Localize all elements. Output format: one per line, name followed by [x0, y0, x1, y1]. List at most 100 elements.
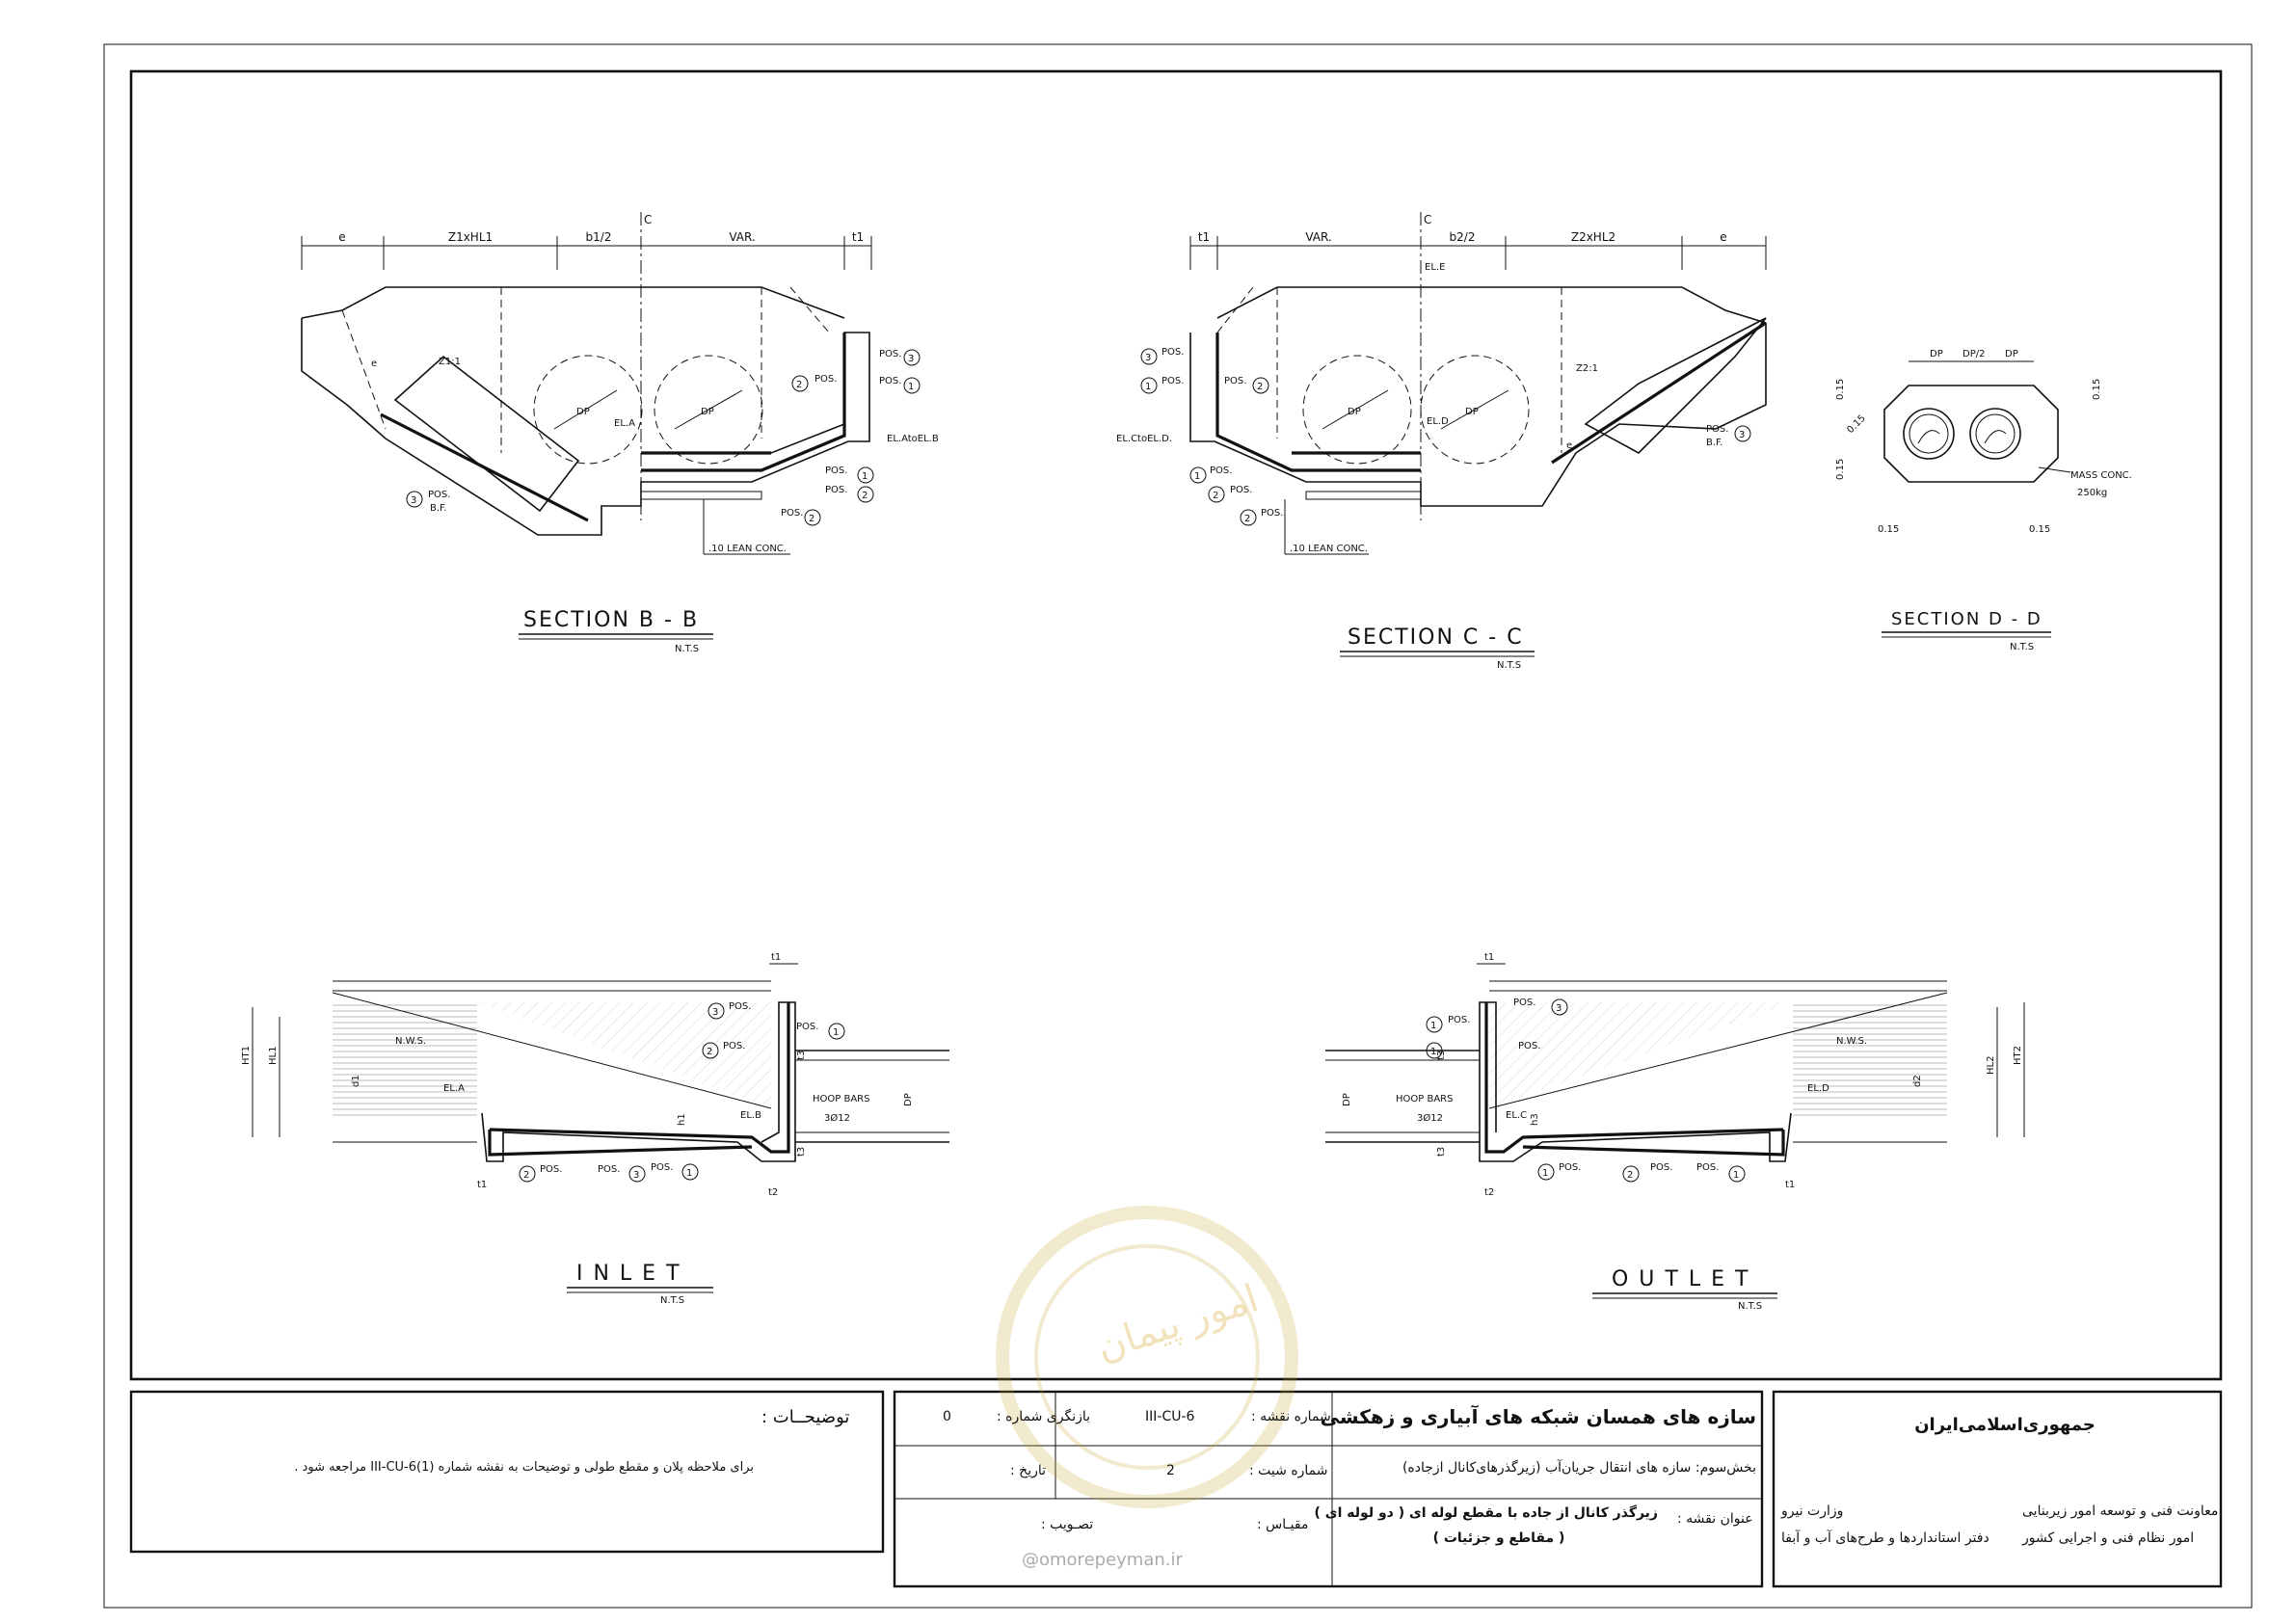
svg-text:EL.A: EL.A	[443, 1083, 465, 1094]
drawing-frame	[129, 69, 2223, 1381]
notes-text: برای ملاحظه پلان و مقطع طولی و توضیحات ب…	[294, 1460, 754, 1475]
dim-t1: t1	[852, 230, 864, 244]
svg-text:1: 1	[1542, 1168, 1548, 1179]
watermark-url: @omorepeyman.ir	[1022, 1550, 1183, 1570]
svg-text:t3: t3	[796, 1051, 807, 1060]
svg-text:N.T.S: N.T.S	[1738, 1301, 1762, 1312]
svg-text:POS.: POS.	[723, 1041, 745, 1051]
notes-label: توضیحــات :	[761, 1407, 850, 1427]
svg-text:POS.: POS.	[879, 376, 901, 386]
svg-text:HL2: HL2	[1986, 1056, 1996, 1075]
svg-text:h3: h3	[1530, 1113, 1540, 1126]
svg-text:POS.: POS.	[825, 485, 847, 495]
svg-text:HOOP BARS: HOOP BARS	[1396, 1094, 1453, 1104]
svg-text:VAR.: VAR.	[1305, 230, 1331, 244]
svg-text:EL.CtoEL.D.: EL.CtoEL.D.	[1116, 434, 1172, 444]
svg-text:POS.: POS.	[428, 490, 450, 500]
approval-label: تصـویب :	[1041, 1517, 1094, 1532]
svg-text:POS.: POS.	[1224, 376, 1246, 386]
svg-text:POS.: POS.	[1559, 1162, 1581, 1173]
svg-text:EL.E: EL.E	[1425, 262, 1445, 273]
svg-text:0.15: 0.15	[1835, 379, 1846, 400]
svg-text:0.15: 0.15	[1845, 413, 1868, 437]
drawing-no: III-CU-6	[1145, 1409, 1195, 1424]
svg-text:2: 2	[796, 380, 802, 390]
svg-text:C: C	[1424, 213, 1431, 226]
svg-text:B.F.: B.F.	[430, 503, 446, 514]
dim-b1: b1/2	[586, 230, 612, 244]
svg-text:DP: DP	[1348, 407, 1361, 417]
svg-text:250kg: 250kg	[2077, 488, 2107, 498]
svg-text:POS.: POS.	[1448, 1015, 1470, 1025]
svg-text:DP: DP	[701, 407, 714, 417]
drawing-title-2: ( مقاطع و جزئیات )	[1432, 1530, 1565, 1546]
org-name: جمهوری‌اسلامی‌ایران	[1914, 1415, 2096, 1435]
svg-text:2: 2	[809, 514, 814, 524]
sheet-no: 2	[1166, 1463, 1175, 1478]
svg-text:POS.: POS.	[729, 1001, 751, 1012]
section-cc: t1 VAR. b2/2 Z2xHL2 e C EL.E DP DP .10 L…	[1116, 212, 1767, 671]
svg-text:N.T.S: N.T.S	[660, 1295, 684, 1306]
section-cc-title: SECTION C - C	[1348, 625, 1524, 650]
svg-text:1: 1	[908, 382, 914, 392]
svg-text:N.W.S.: N.W.S.	[1836, 1036, 1867, 1047]
svg-text:N.W.S.: N.W.S.	[395, 1036, 426, 1047]
svg-text:e: e	[371, 359, 377, 369]
sheet-label: شماره شیت :	[1249, 1463, 1328, 1478]
svg-text:3: 3	[633, 1170, 639, 1181]
svg-text:3Ø12: 3Ø12	[824, 1112, 850, 1124]
svg-text:2: 2	[862, 491, 868, 501]
svg-text:Z2xHL2: Z2xHL2	[1571, 230, 1615, 244]
svg-text:DP/2: DP/2	[1962, 349, 1985, 359]
svg-text:0.15: 0.15	[2029, 524, 2050, 535]
svg-text:3: 3	[1145, 353, 1151, 363]
svg-text:HOOP BARS: HOOP BARS	[813, 1094, 869, 1104]
svg-text:EL.B: EL.B	[740, 1110, 761, 1121]
org-box	[1772, 1390, 2223, 1588]
svg-text:HT2: HT2	[2013, 1046, 2023, 1065]
revision: 0	[943, 1409, 951, 1424]
centerline-mark: C	[644, 213, 652, 226]
svg-text:N.T.S: N.T.S	[1497, 660, 1521, 671]
svg-text:DP: DP	[576, 407, 590, 417]
svg-text:EL.D: EL.D	[1807, 1083, 1829, 1094]
svg-text:POS.: POS.	[1210, 466, 1232, 476]
date-label: تاریخ :	[1010, 1463, 1047, 1478]
svg-text:t3: t3	[1436, 1147, 1447, 1157]
drawing-title-1: زیرگذر کانال از جاده با مقطع لوله ای ( د…	[1314, 1505, 1658, 1521]
svg-text:DP: DP	[903, 1093, 914, 1106]
svg-text:3: 3	[1739, 430, 1745, 440]
svg-text:0.15: 0.15	[2092, 379, 2102, 400]
svg-text:POS.: POS.	[825, 466, 847, 476]
org-line1b: وزارت نیرو	[1781, 1503, 1844, 1519]
section-bb: e Z1xHL1 b1/2 VAR. t1 C DP DP .10 LEAN C…	[301, 212, 939, 654]
svg-text:POS.: POS.	[781, 508, 803, 519]
svg-text:t2: t2	[1484, 1187, 1494, 1198]
dim-z1hl1: Z1xHL1	[448, 230, 493, 244]
svg-text:.10 LEAN CONC.: .10 LEAN CONC.	[708, 544, 787, 554]
svg-text:0.15: 0.15	[1835, 459, 1846, 480]
section-dd-title: SECTION D - D	[1891, 609, 2042, 629]
svg-text:EL.D: EL.D	[1427, 416, 1449, 427]
watermark	[996, 1206, 1298, 1508]
outlet-title: O U T L E T	[1612, 1267, 1749, 1291]
svg-text:t1: t1	[1785, 1180, 1795, 1190]
svg-text:t1: t1	[771, 952, 781, 963]
svg-text:POS.: POS.	[598, 1164, 620, 1175]
svg-text:POS.: POS.	[1696, 1162, 1719, 1173]
org-line1: معاونت فنی و توسعه امور زیربنایی	[2022, 1503, 2219, 1519]
svg-text:HT1: HT1	[241, 1046, 252, 1065]
svg-text:POS.: POS.	[879, 349, 901, 359]
svg-text:t3: t3	[796, 1147, 807, 1157]
inlet-title: I N L E T	[576, 1262, 681, 1286]
svg-text:e: e	[1566, 440, 1572, 451]
svg-text:0.15: 0.15	[1878, 524, 1899, 535]
svg-text:HL1: HL1	[268, 1047, 279, 1065]
outer-border	[103, 43, 2253, 1609]
svg-text:2: 2	[1627, 1170, 1633, 1181]
svg-text:1: 1	[1430, 1021, 1436, 1031]
svg-text:1: 1	[1430, 1047, 1436, 1057]
svg-text:B.F.: B.F.	[1706, 438, 1722, 448]
